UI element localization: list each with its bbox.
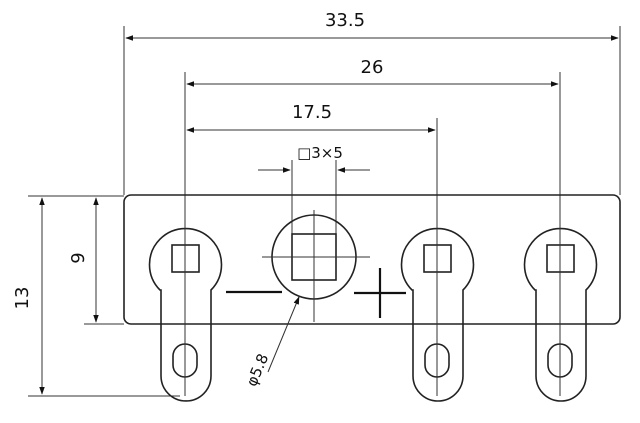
inner-span-label: 17.5 [292, 102, 332, 123]
center-hole-diameter-label: φ5.8 [243, 351, 273, 389]
dimension-square-hole: □3×5 [258, 144, 370, 240]
dimension-overall-width: 33.5 [123, 10, 621, 195]
terminal-1 [148, 218, 223, 402]
dimension-total-height: 13 [12, 195, 180, 397]
dimension-inner-span: 17.5 [186, 102, 438, 225]
square-hole-label: □3×5 [297, 144, 343, 162]
positive-mark [354, 268, 406, 318]
body-height-label: 9 [68, 252, 89, 263]
total-height-label: 13 [12, 287, 33, 310]
center-hole-diameter-callout: φ5.8 [243, 296, 300, 389]
terminal-block-body [123, 194, 621, 325]
terminal-3 [523, 225, 598, 402]
dimension-body-height: 9 [68, 195, 124, 325]
dimension-outer-span: 26 [184, 57, 561, 225]
terminal-2 [400, 225, 475, 402]
center-mounting-hole [262, 210, 370, 322]
outer-span-label: 26 [361, 57, 384, 78]
overall-width-label: 33.5 [325, 10, 365, 31]
